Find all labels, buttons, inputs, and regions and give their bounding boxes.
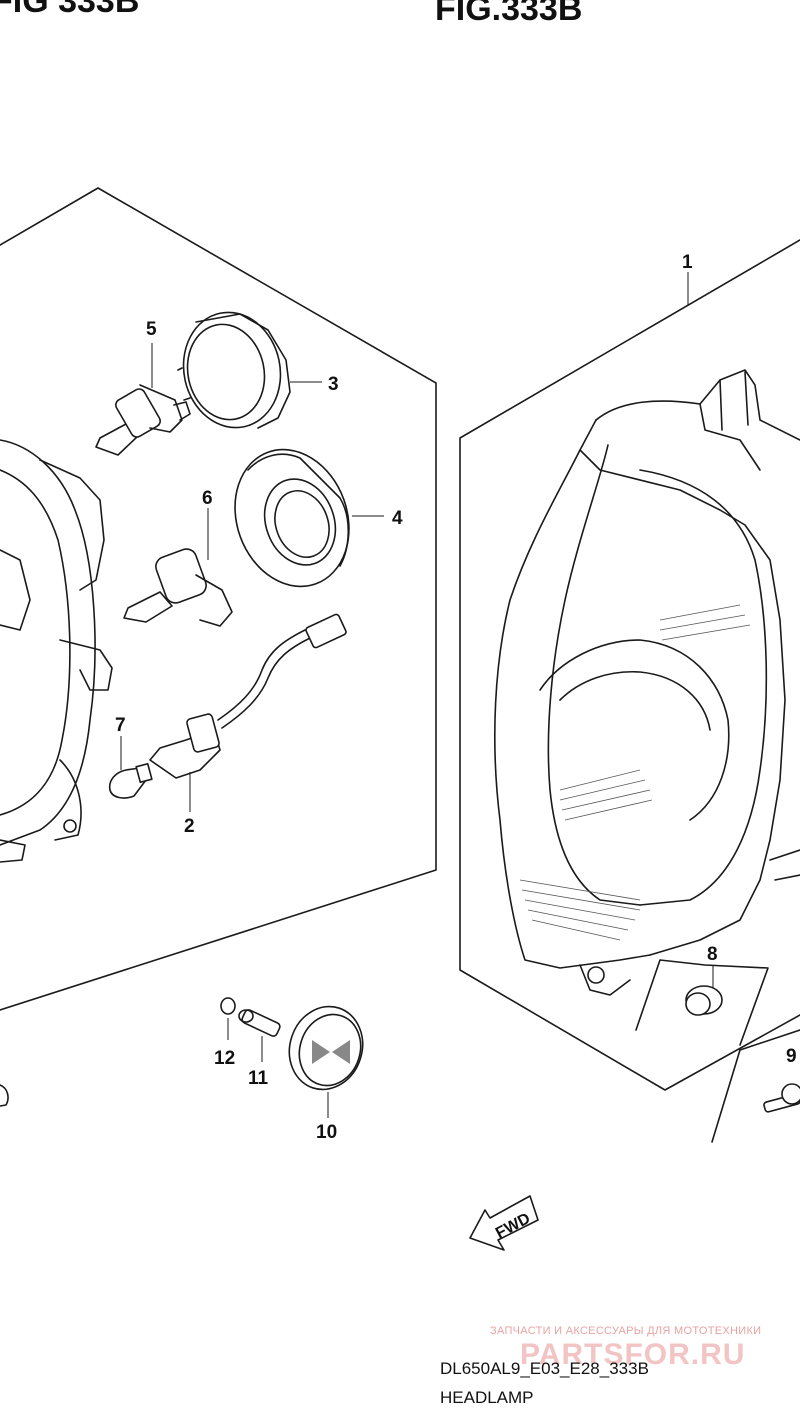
callout-8: 8 <box>707 944 718 965</box>
header-left-fragment: FIG 333B <box>0 0 139 20</box>
callout-6: 6 <box>202 488 213 509</box>
callout-7: 7 <box>115 715 126 736</box>
callout-11: 11 <box>248 1068 269 1089</box>
watermark-tagline: ЗАПЧАСТИ И АКСЕССУАРЫ ДЛЯ МОТОТЕХНИКИ <box>490 1325 761 1337</box>
left-assembly-frame <box>0 187 437 1011</box>
header-fragments: FIG 333B FIG.333B <box>0 0 582 28</box>
diagram-title: HEADLAMP <box>440 1388 534 1407</box>
callout-5: 5 <box>146 319 157 340</box>
caption: DL650AL9_E03_E28_333B HEADLAMP <box>440 1359 649 1407</box>
callout-2: 2 <box>184 816 195 837</box>
callout-4: 4 <box>392 508 403 529</box>
part-7-small-bulb <box>108 736 153 799</box>
forward-arrow: FWD <box>469 1195 539 1251</box>
part-6-bulb <box>123 508 233 627</box>
part-10-reflector <box>288 1005 364 1118</box>
part-8-grommet <box>635 959 769 1046</box>
part-2-harness <box>149 613 347 812</box>
callout-10: 10 <box>316 1122 337 1143</box>
callout-3: 3 <box>328 374 339 395</box>
part-1-headlamp-unit <box>494 272 800 996</box>
callout-12: 12 <box>214 1048 235 1069</box>
part-4-rubber-cover <box>234 448 384 588</box>
part-9-screw <box>711 1029 800 1143</box>
right-assembly-frame <box>459 239 800 1091</box>
callout-9: 9 <box>786 1046 797 1067</box>
watermark: ЗАПЧАСТИ И АКСЕССУАРЫ ДЛЯ МОТОТЕХНИКИ PA… <box>490 1325 761 1371</box>
diagram-code: DL650AL9_E03_E28_333B <box>440 1359 649 1378</box>
part-5-bulb <box>95 343 191 456</box>
header-center-fragment: FIG.333B <box>435 0 582 28</box>
watermark-brand: PARTSFOR.RU <box>520 1338 745 1371</box>
part-3-retaining-ring <box>177 311 322 429</box>
callout-1: 1 <box>682 252 693 273</box>
part-12-washer <box>220 997 236 1040</box>
left-housing-partial <box>0 439 113 1107</box>
callout-labels: 1 2 3 4 5 6 7 8 9 10 11 12 <box>115 252 797 1143</box>
part-11-collar <box>238 1009 281 1062</box>
